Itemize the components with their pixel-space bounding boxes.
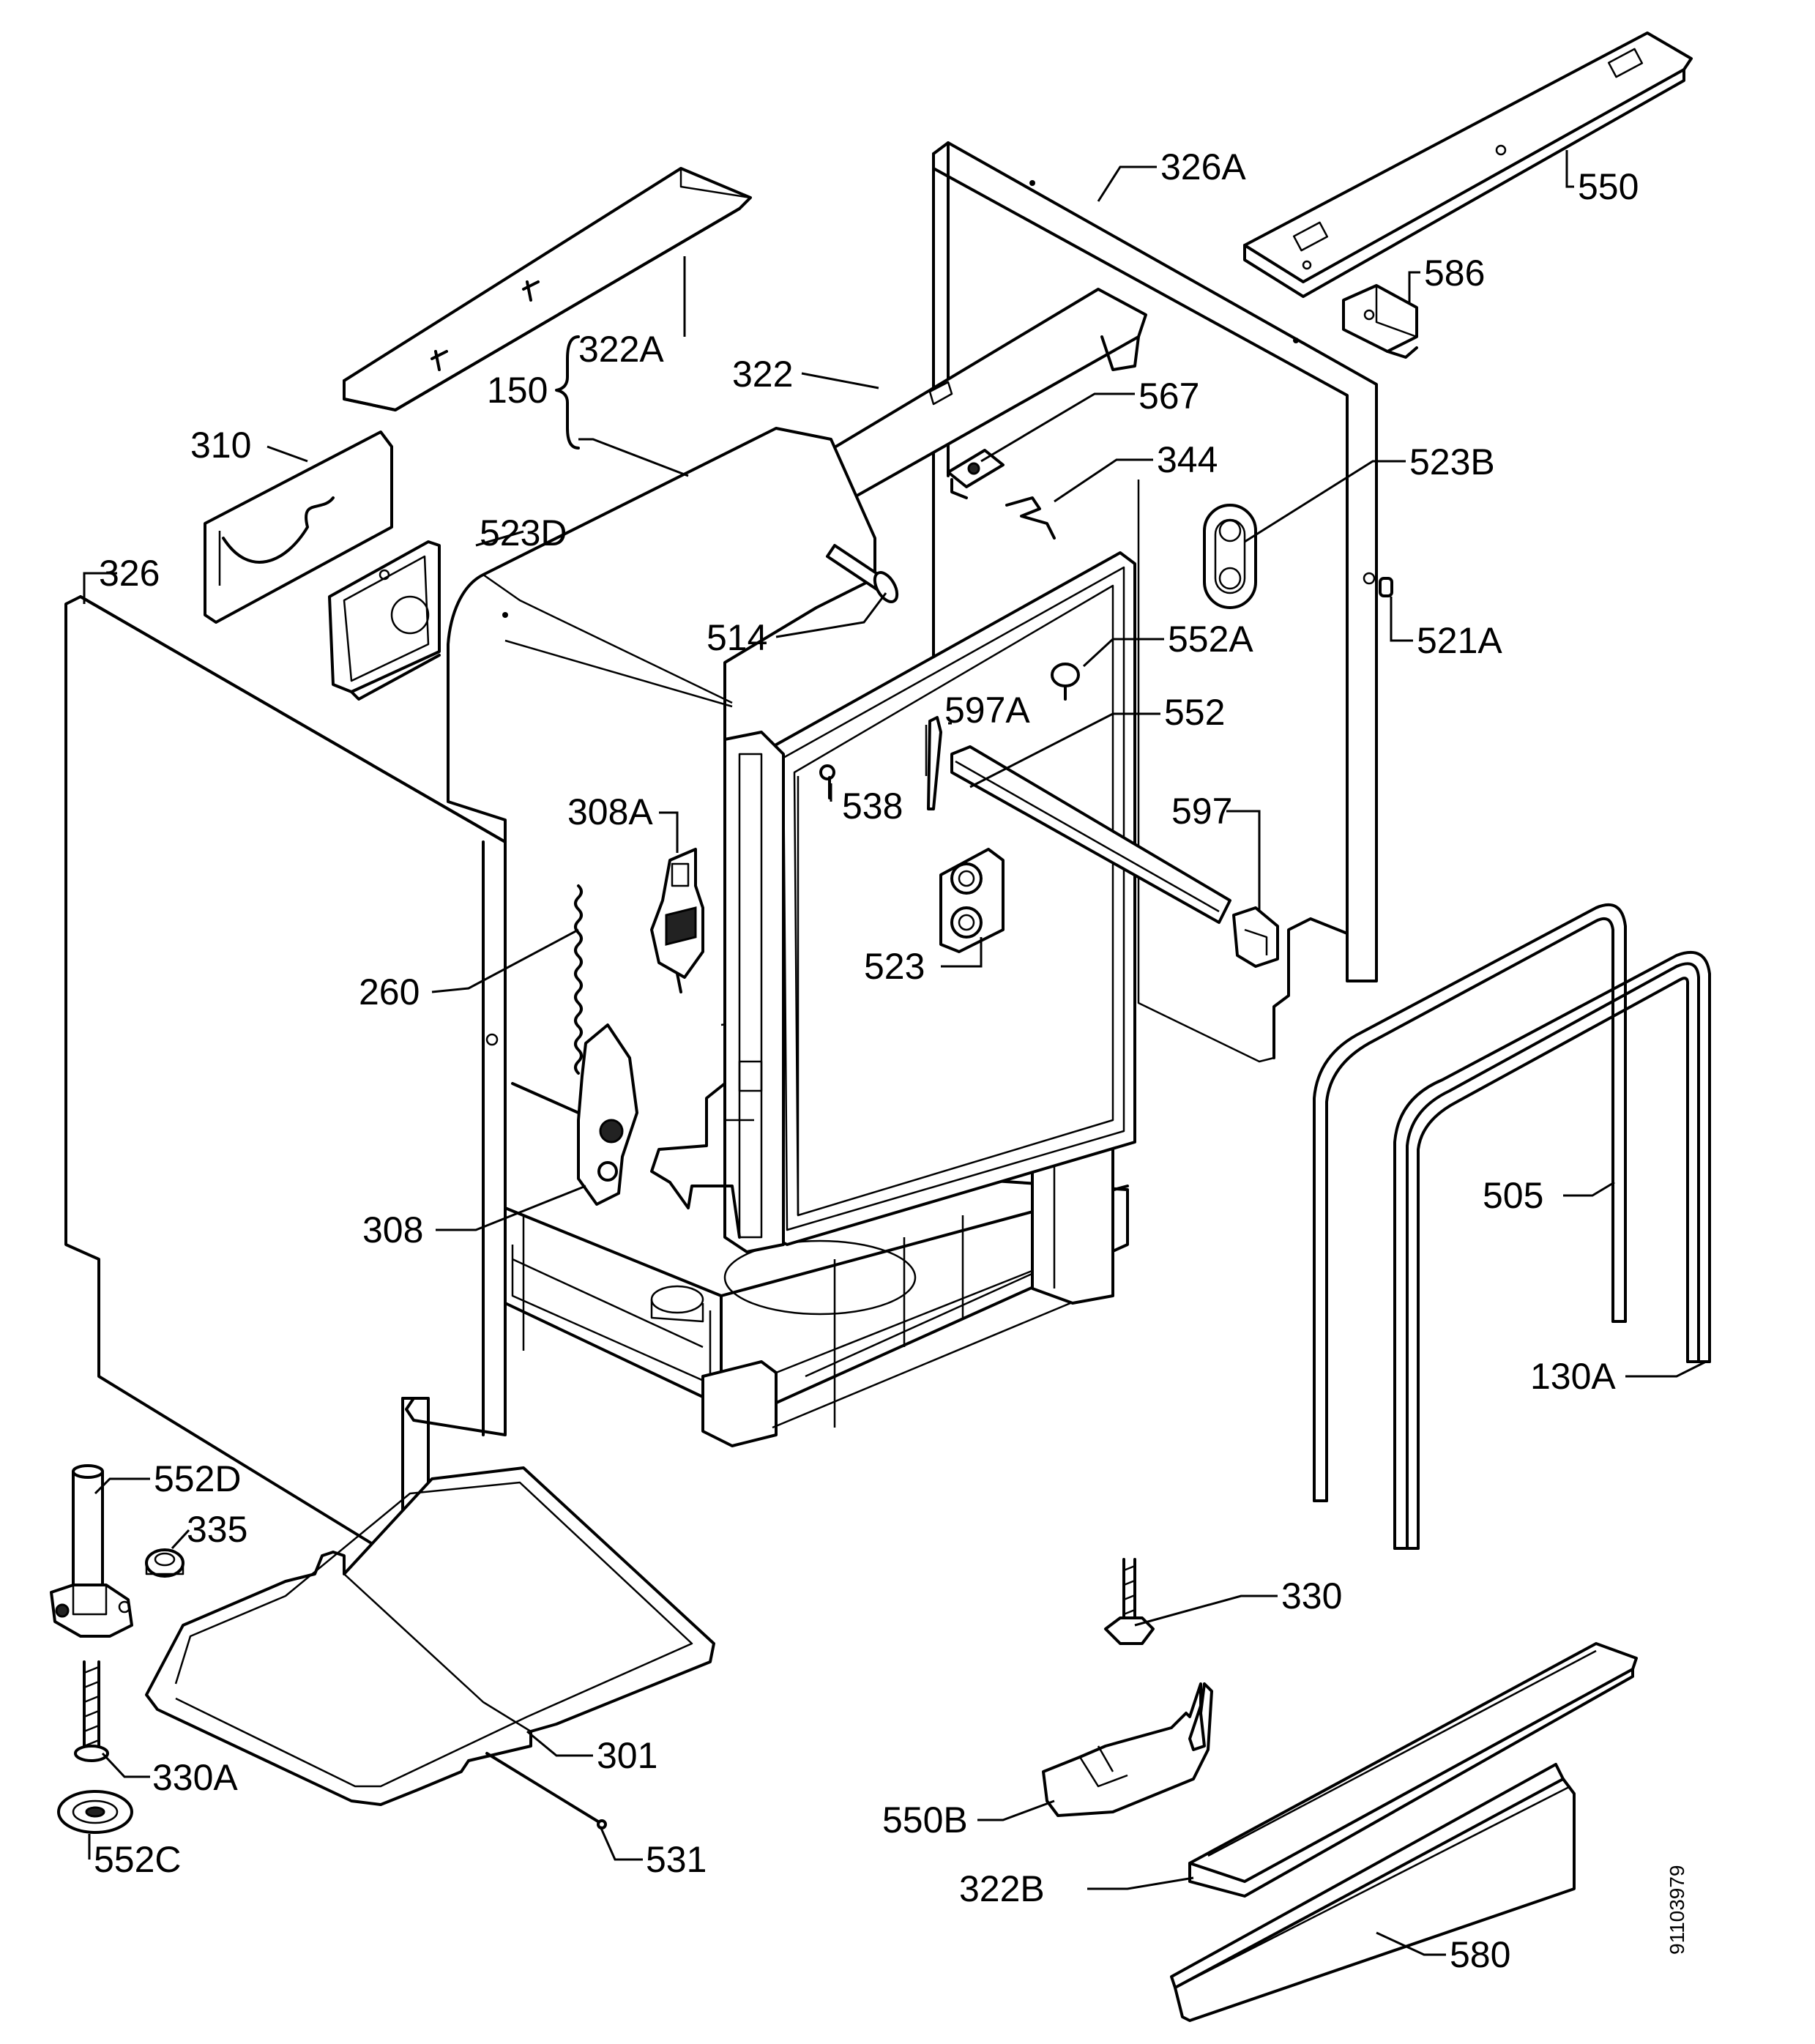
label-308a: 308A [567, 791, 653, 832]
label-330a: 330A [152, 1757, 238, 1798]
label-552: 552 [1164, 692, 1225, 733]
label-597: 597 [1171, 791, 1232, 832]
part-523b-grommet [1203, 504, 1257, 609]
part-538-screw [819, 764, 835, 799]
label-326: 326 [99, 553, 160, 594]
part-322a-top-strip [343, 167, 752, 411]
part-344-spring [1005, 496, 1056, 540]
part-308-hinge [511, 1023, 638, 1206]
label-580: 580 [1450, 1934, 1510, 1975]
label-322: 322 [732, 354, 793, 395]
part-552d-foot [50, 1464, 133, 1638]
document-number: 91103979 [1666, 1865, 1688, 1955]
part-308a-latch [650, 848, 704, 993]
label-523d: 523D [480, 512, 567, 553]
label-523b: 523B [1409, 441, 1495, 482]
part-580-kick-plate [1170, 1763, 1576, 2022]
label-538: 538 [842, 786, 903, 827]
brace-150 [555, 335, 580, 450]
label-514: 514 [707, 617, 767, 658]
label-552c: 552C [94, 1839, 182, 1880]
part-left-door-post [650, 731, 785, 1253]
label-310: 310 [190, 425, 251, 466]
label-552a: 552A [1168, 619, 1253, 660]
part-531-rod [485, 1752, 607, 1829]
label-130a: 130A [1530, 1356, 1616, 1397]
part-552c-washer [57, 1790, 133, 1834]
label-326a: 326A [1160, 146, 1246, 187]
label-523: 523 [864, 946, 925, 987]
label-322b: 322B [959, 1868, 1045, 1909]
label-301: 301 [597, 1735, 657, 1776]
label-586: 586 [1424, 253, 1485, 294]
label-567: 567 [1138, 376, 1199, 417]
part-322b-bottom-strip [1188, 1642, 1638, 1898]
label-150: 150 [487, 370, 548, 411]
label-552d: 552D [154, 1458, 242, 1499]
label-308: 308 [362, 1209, 423, 1250]
leader-lines [83, 150, 1707, 1956]
part-567-clip [947, 449, 1005, 499]
part-330-foot-screw [1104, 1558, 1155, 1645]
label-335: 335 [187, 1509, 247, 1550]
label-531: 531 [646, 1839, 707, 1880]
part-514-bolt [826, 544, 899, 603]
part-130a-door-gasket [1393, 951, 1711, 1550]
part-505-door-gasket [1313, 903, 1627, 1502]
part-597-clip [1232, 906, 1279, 968]
part-552-rail [950, 745, 1231, 924]
part-301-base-tray [145, 1466, 715, 1806]
part-labels: 326A 550 586 322A 150 322 567 344 310 52… [94, 146, 1688, 1975]
label-550b: 550B [882, 1799, 968, 1840]
part-586-bracket [1342, 284, 1418, 359]
part-550b-bracket [1042, 1682, 1213, 1817]
part-330a-screw [74, 1660, 109, 1762]
part-326-side-panel [64, 595, 507, 1557]
label-597a: 597A [944, 690, 1030, 731]
part-523-grommets [939, 848, 1005, 953]
part-260-spring [574, 884, 583, 1075]
part-310-cover [204, 430, 393, 624]
part-550-top-rail [1243, 31, 1693, 298]
label-505: 505 [1483, 1175, 1543, 1216]
label-344: 344 [1157, 439, 1218, 480]
label-521a: 521A [1417, 620, 1502, 661]
part-523d-cover-plate [328, 540, 441, 701]
label-550: 550 [1578, 166, 1639, 207]
part-335-nut [145, 1548, 185, 1578]
part-597a-clip [925, 716, 942, 810]
label-260: 260 [359, 971, 420, 1012]
part-552a-knob [1051, 663, 1080, 701]
label-322a: 322A [578, 329, 664, 370]
part-521a-plug [1379, 577, 1393, 597]
label-330: 330 [1281, 1575, 1342, 1616]
